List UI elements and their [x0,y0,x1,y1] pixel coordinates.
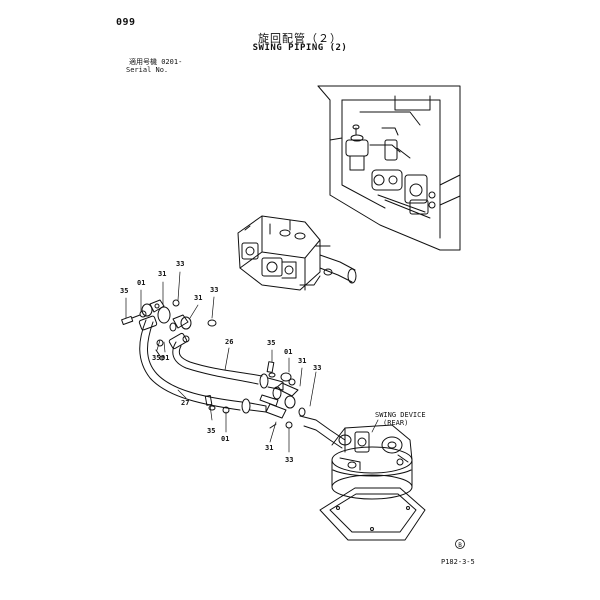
control-valve [237,215,357,291]
callout-26: 26 [225,338,234,346]
swing-device [319,424,426,541]
callout-01-d: 01 [221,435,230,443]
callout-01-c: 01 [284,348,293,356]
corner-mark: B [458,542,462,549]
callout-33-c: 33 [313,364,322,372]
callout-33-d: 33 [285,456,294,464]
upper-components [345,124,436,219]
callout-33-a: 33 [176,260,185,268]
callout-33-b: 33 [210,286,219,294]
serial-label-en: Serial No. [126,66,169,74]
page-number: 099 [116,17,136,28]
swing-device-label-line1: SWING DEVICE [375,411,426,419]
swing-device-label-line2: (REAR) [383,419,409,427]
serial-label-jp: 適用号機 [129,58,157,66]
title-japanese: 旋回配管（２） [258,32,342,45]
leader-lines [125,271,379,453]
swing-device-label: SWING DEVICE (REAR) [375,411,445,427]
callout-31-b: 31 [194,294,203,302]
flange-group-lower [204,361,346,449]
flange-group-upper [121,299,217,361]
callout-31-d: 31 [265,444,274,452]
callout-01-a: 01 [137,279,146,287]
sheet-id: P182-3-5 [441,558,475,566]
callout-35-c: 35 [267,339,276,347]
title-english: SWING PIPING (2) [252,43,348,53]
callout-31-c: 31 [298,357,307,365]
hose-27 [138,315,267,414]
callout-35-d: 35 [207,427,216,435]
serial-line: 適用号機 0201- [129,58,182,66]
hose-26 [168,332,284,391]
callout-27: 27 [181,399,190,407]
callout-35-b: 35 [152,354,161,362]
upper-frame [317,85,461,251]
callout-01-b: 01 [161,354,170,362]
serial-value: 0201- [161,58,183,66]
callout-35-a: 35 [120,287,129,295]
corner-mark-circle [455,539,465,549]
callout-31-a: 31 [158,270,167,278]
